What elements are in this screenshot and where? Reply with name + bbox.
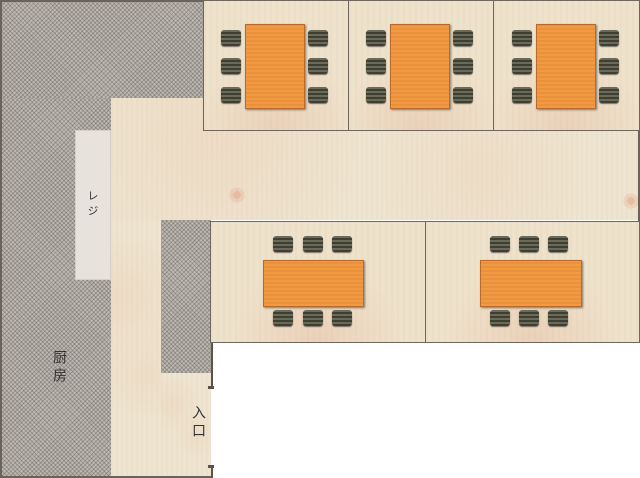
chair[interactable] bbox=[519, 310, 539, 326]
chair[interactable] bbox=[273, 236, 293, 252]
chair[interactable] bbox=[366, 30, 386, 46]
outer-wall-bottom bbox=[0, 476, 213, 478]
chair[interactable] bbox=[308, 87, 328, 103]
entrance-wall-stub bbox=[211, 343, 213, 389]
table-top-2[interactable] bbox=[390, 24, 450, 109]
chair[interactable] bbox=[332, 236, 352, 252]
floor-entrance bbox=[161, 373, 211, 478]
chair[interactable] bbox=[599, 87, 619, 103]
chair[interactable] bbox=[221, 58, 241, 74]
chair[interactable] bbox=[303, 310, 323, 326]
table-bottom-1[interactable] bbox=[263, 260, 364, 307]
chair[interactable] bbox=[366, 87, 386, 103]
floor-corridor-vertical bbox=[111, 220, 161, 478]
chair[interactable] bbox=[599, 30, 619, 46]
entrance-label: 入口 bbox=[190, 405, 206, 441]
kitchen-area bbox=[0, 0, 203, 98]
entrance-wall-stub-bottom bbox=[211, 465, 213, 478]
storage-area bbox=[161, 220, 211, 373]
chair[interactable] bbox=[332, 310, 352, 326]
outer-wall-right bbox=[638, 0, 640, 343]
chair[interactable] bbox=[512, 58, 532, 74]
chair[interactable] bbox=[599, 58, 619, 74]
register-counter bbox=[75, 130, 111, 280]
flower-decoration bbox=[228, 186, 246, 204]
chair[interactable] bbox=[453, 30, 473, 46]
chair[interactable] bbox=[519, 236, 539, 252]
kitchen-label: 厨房 bbox=[51, 350, 67, 386]
register-label: レジ bbox=[86, 190, 99, 220]
table-top-3[interactable] bbox=[536, 24, 596, 109]
flower-decoration bbox=[622, 192, 640, 210]
chair[interactable] bbox=[548, 236, 568, 252]
chair[interactable] bbox=[308, 30, 328, 46]
table-bottom-2[interactable] bbox=[480, 260, 582, 307]
chair[interactable] bbox=[548, 310, 568, 326]
chair[interactable] bbox=[221, 87, 241, 103]
outer-wall-left bbox=[0, 0, 2, 478]
chair[interactable] bbox=[221, 30, 241, 46]
chair[interactable] bbox=[512, 87, 532, 103]
table-top-1[interactable] bbox=[245, 24, 305, 109]
chair[interactable] bbox=[366, 58, 386, 74]
chair[interactable] bbox=[453, 58, 473, 74]
chair[interactable] bbox=[512, 30, 532, 46]
chair[interactable] bbox=[303, 236, 323, 252]
chair[interactable] bbox=[453, 87, 473, 103]
chair[interactable] bbox=[490, 236, 510, 252]
chair[interactable] bbox=[273, 310, 293, 326]
chair[interactable] bbox=[490, 310, 510, 326]
chair[interactable] bbox=[308, 58, 328, 74]
